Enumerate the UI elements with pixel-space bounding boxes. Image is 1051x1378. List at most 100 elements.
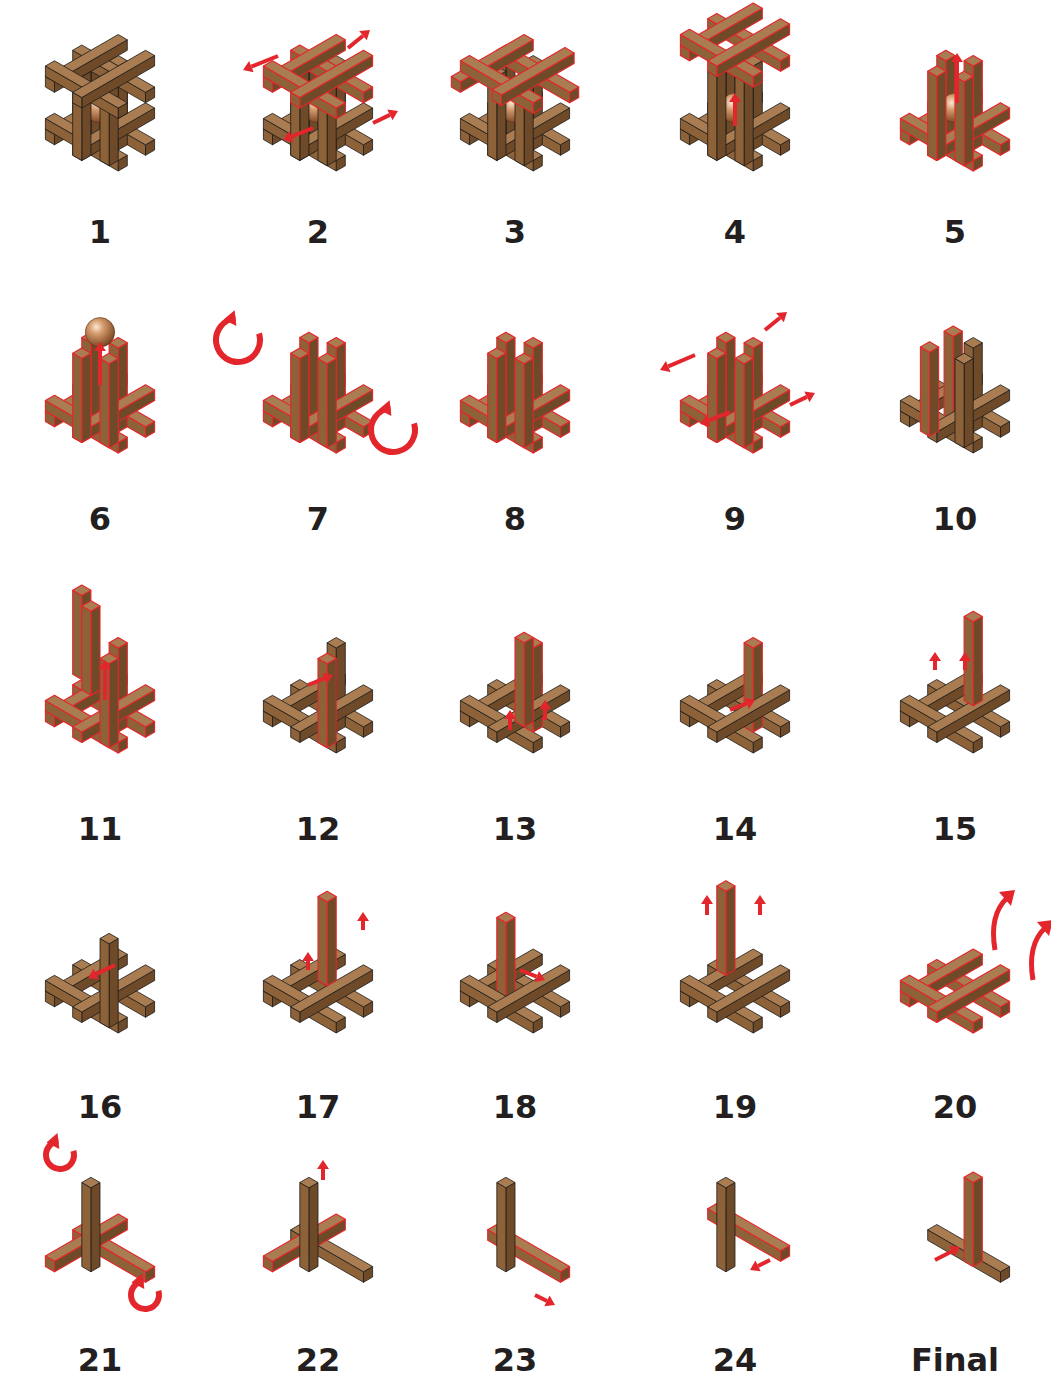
step-number: 6 [89, 503, 111, 535]
move-arrow [96, 965, 115, 974]
bar-face [73, 50, 155, 97]
bar-face [937, 50, 955, 61]
bar-face [717, 1183, 726, 1272]
bar-face [973, 617, 982, 706]
bar-face [744, 77, 753, 166]
bar-face [327, 359, 336, 448]
arrow-head [999, 890, 1015, 906]
move-arrow [758, 1260, 770, 1266]
bar-face [318, 353, 336, 364]
arrow-head [88, 969, 99, 980]
bar-face [100, 653, 118, 664]
bar-face [717, 332, 735, 343]
bar-face [497, 353, 506, 442]
curl-arrow [994, 898, 1008, 950]
move-arrow [98, 351, 102, 385]
bar-face [726, 886, 735, 975]
bar-face [109, 939, 118, 1028]
bar-face [735, 77, 744, 166]
rotate-arrow [371, 408, 415, 452]
bar-face [928, 71, 937, 160]
step-number: 5 [944, 216, 966, 248]
bar-face [920, 347, 929, 436]
bar-face [524, 359, 533, 448]
step-number: Final [911, 1344, 999, 1376]
arrow-head [754, 895, 766, 904]
arrow-head [94, 342, 106, 351]
arrow-head [243, 61, 254, 72]
bar-face [291, 353, 300, 442]
move-arrow [508, 719, 512, 730]
move-arrow [733, 102, 737, 126]
move-arrow [361, 921, 365, 930]
bar-face [735, 359, 744, 448]
arrow-head [224, 310, 237, 326]
bar-face [497, 1177, 515, 1188]
move-arrow [373, 115, 390, 123]
bar-face [309, 1183, 318, 1272]
bar-face [515, 638, 524, 727]
move-arrow [251, 56, 278, 67]
arrow-head [504, 710, 516, 719]
bar-face [964, 617, 973, 706]
bar-face [91, 1183, 100, 1272]
arrow-head [959, 652, 971, 661]
bar-face [964, 56, 982, 67]
bar-face [735, 353, 753, 364]
curl-arrow [1032, 928, 1046, 980]
bar-face [944, 326, 962, 337]
bar-face [964, 611, 982, 622]
move-arrow [348, 36, 363, 48]
bar-face [82, 1177, 100, 1188]
bar-face [300, 353, 309, 442]
bar-face [73, 353, 82, 442]
step-number: 23 [493, 1344, 538, 1376]
bar-face [82, 606, 91, 695]
bar-face [73, 348, 91, 359]
bar-face [100, 659, 109, 748]
bar-face [964, 1172, 982, 1183]
bar-face [928, 965, 1010, 1012]
move-arrow [520, 970, 537, 977]
arrow-head [283, 131, 294, 142]
step-number: 19 [713, 1091, 758, 1123]
bar-face [717, 353, 726, 442]
arrow-head [302, 952, 314, 961]
bar-face [73, 585, 91, 596]
step-number: 24 [713, 1344, 758, 1376]
bar-face [930, 347, 939, 436]
bar-face [318, 659, 327, 748]
bar-face [109, 359, 118, 448]
bar-face [717, 886, 726, 975]
rotate-arrow [216, 318, 260, 362]
move-arrow [705, 904, 709, 915]
arrow-head [700, 415, 711, 426]
bar-face [82, 601, 100, 612]
arrow-head [539, 700, 551, 709]
bar-face [318, 359, 327, 448]
bar-face [708, 685, 790, 732]
arrow-head [387, 110, 398, 121]
bar-face [488, 965, 570, 1012]
move-arrow [758, 904, 762, 915]
move-arrow [933, 661, 937, 670]
step-number: 9 [724, 503, 746, 535]
move-arrow [535, 1295, 547, 1301]
arrow-head [379, 400, 392, 416]
arrow-head [776, 312, 787, 322]
bar-face [964, 77, 973, 166]
step-number: 3 [504, 216, 526, 248]
bar-face [300, 1183, 309, 1272]
bar-face [497, 912, 515, 923]
bar-face [515, 359, 524, 448]
bar-face [506, 1183, 515, 1272]
bar-face [488, 348, 506, 359]
bar-face [318, 897, 327, 986]
move-arrow [708, 412, 730, 421]
bar-face [744, 359, 753, 448]
bar-face [708, 19, 790, 66]
move-arrow [668, 355, 695, 366]
bar-face [973, 1177, 982, 1266]
bar-face [497, 332, 515, 343]
